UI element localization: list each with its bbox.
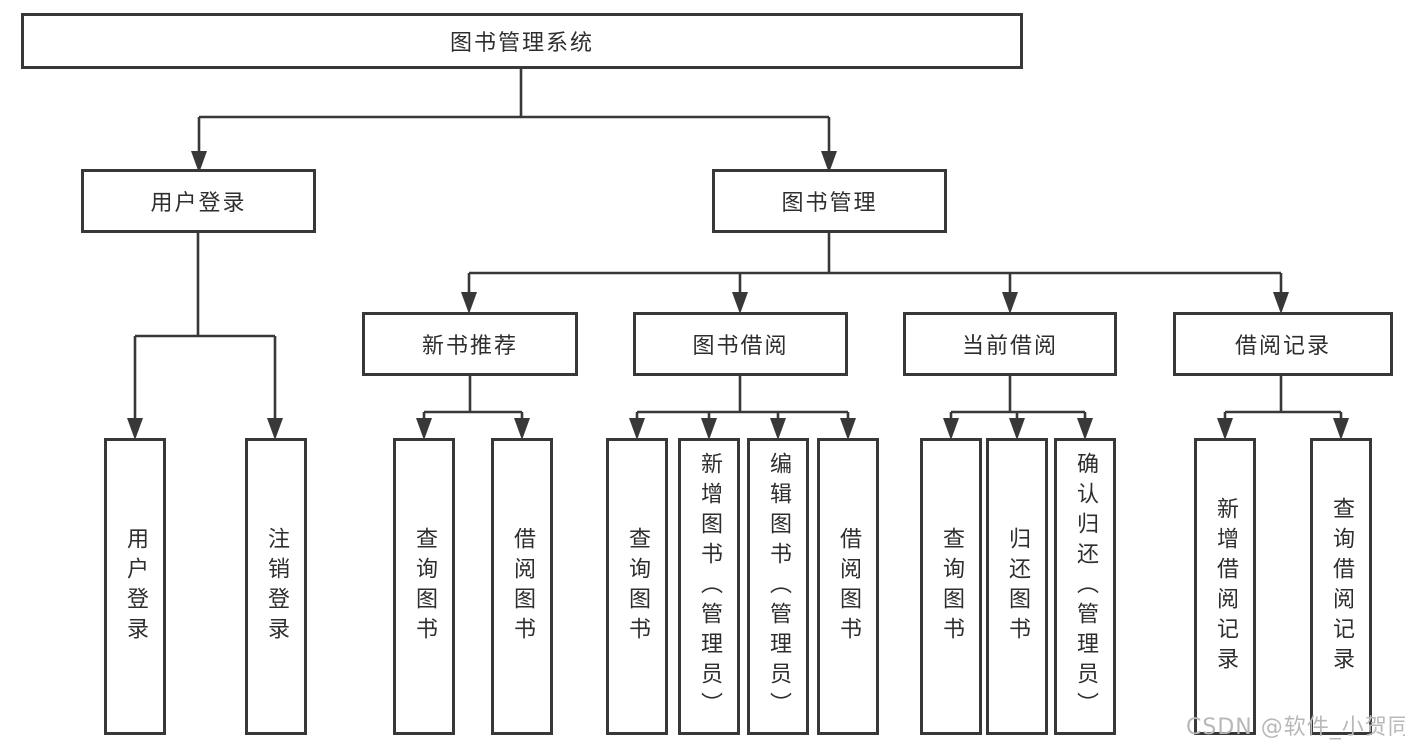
node-current-borrowing: 当前借阅 [903,312,1117,376]
leaf-edit-book-admin: 编辑图书（管理员） [747,438,809,735]
node-book-borrowing: 图书借阅 [633,312,848,376]
leaf-logout: 注销登录 [245,438,307,735]
leaf-borrow-books-recommendation: 借阅图书 [491,438,553,735]
leaf-query-books-recommendation: 查询图书 [393,438,455,735]
node-new-book-recommendation: 新书推荐 [362,312,578,376]
leaf-query-books-borrowing: 查询图书 [606,438,668,735]
node-root: 图书管理系统 [21,13,1023,69]
node-user-login: 用户登录 [81,169,316,233]
node-book-management: 图书管理 [712,169,947,233]
leaf-query-borrow-record: 查询借阅记录 [1310,438,1372,735]
leaf-add-book-admin: 新增图书（管理员） [678,438,740,735]
leaf-query-books-current: 查询图书 [920,438,982,735]
node-borrowing-records: 借阅记录 [1173,312,1393,376]
leaf-confirm-return-admin: 确认归还（管理员） [1054,438,1116,735]
leaf-borrow-books-borrowing: 借阅图书 [817,438,879,735]
leaf-add-borrow-record: 新增借阅记录 [1194,438,1256,735]
csdn-watermark: CSDN @软件_小贺同学 [1186,715,1405,740]
leaf-user-login: 用户登录 [104,438,166,735]
leaf-return-book: 归还图书 [986,438,1048,735]
